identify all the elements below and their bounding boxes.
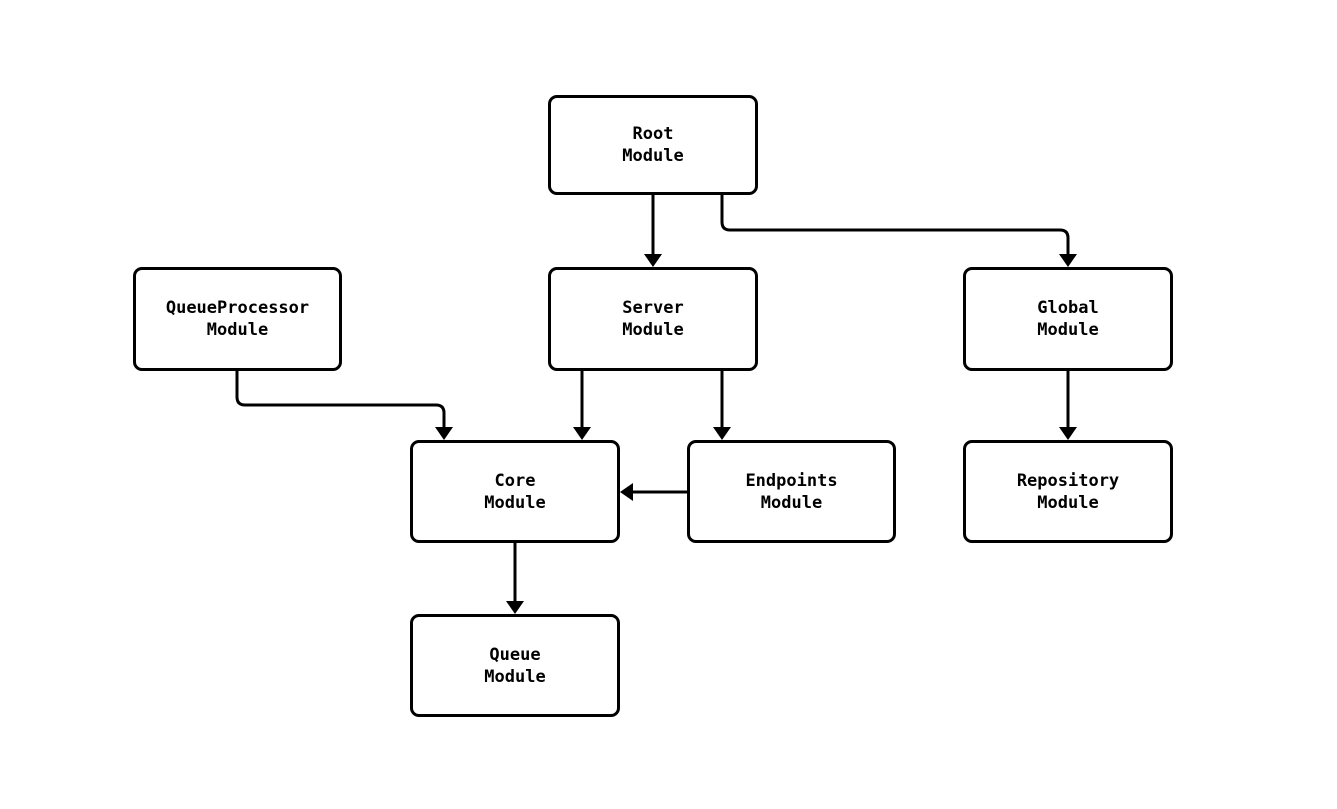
node-label-primary: Global bbox=[1037, 298, 1099, 318]
node-label-secondary: Module bbox=[760, 492, 823, 513]
node-label-primary: Endpoints bbox=[745, 470, 838, 491]
arrowhead-icon-server-to-endpoints bbox=[713, 427, 731, 440]
node-label-primary: Core bbox=[494, 470, 536, 491]
arrowhead-icon-global-to-repository bbox=[1059, 427, 1077, 440]
node-label-secondary: Module bbox=[484, 492, 546, 513]
edge-queueprocessor-to-core bbox=[235, 371, 446, 429]
node-label-secondary: Module bbox=[1037, 492, 1099, 513]
arrowhead-icon-endpoints-to-core bbox=[620, 483, 633, 501]
edge-root-to-global bbox=[720, 195, 1070, 256]
node-label-primary: Queue bbox=[489, 644, 541, 665]
arrowhead-icon-queueprocessor-to-core bbox=[435, 427, 453, 440]
node-label-secondary: Module bbox=[206, 320, 269, 340]
arrowhead-icon-server-to-core bbox=[573, 427, 591, 440]
node-label-secondary: Module bbox=[484, 666, 546, 687]
node-label-primary: Server bbox=[622, 298, 684, 318]
node-label-primary: QueueProcessor bbox=[165, 298, 310, 318]
arrowhead-icon-root-to-server bbox=[644, 254, 662, 267]
arrowhead-icon-root-to-global bbox=[1059, 254, 1077, 267]
node-label-secondary: Module bbox=[622, 146, 684, 166]
node-label-primary: Root bbox=[632, 124, 674, 144]
node-label-primary: Repository bbox=[1016, 470, 1120, 491]
node-label-secondary: Module bbox=[1037, 320, 1099, 340]
node-label-secondary: Module bbox=[622, 320, 684, 340]
arrowhead-icon-core-to-queue bbox=[506, 601, 524, 614]
